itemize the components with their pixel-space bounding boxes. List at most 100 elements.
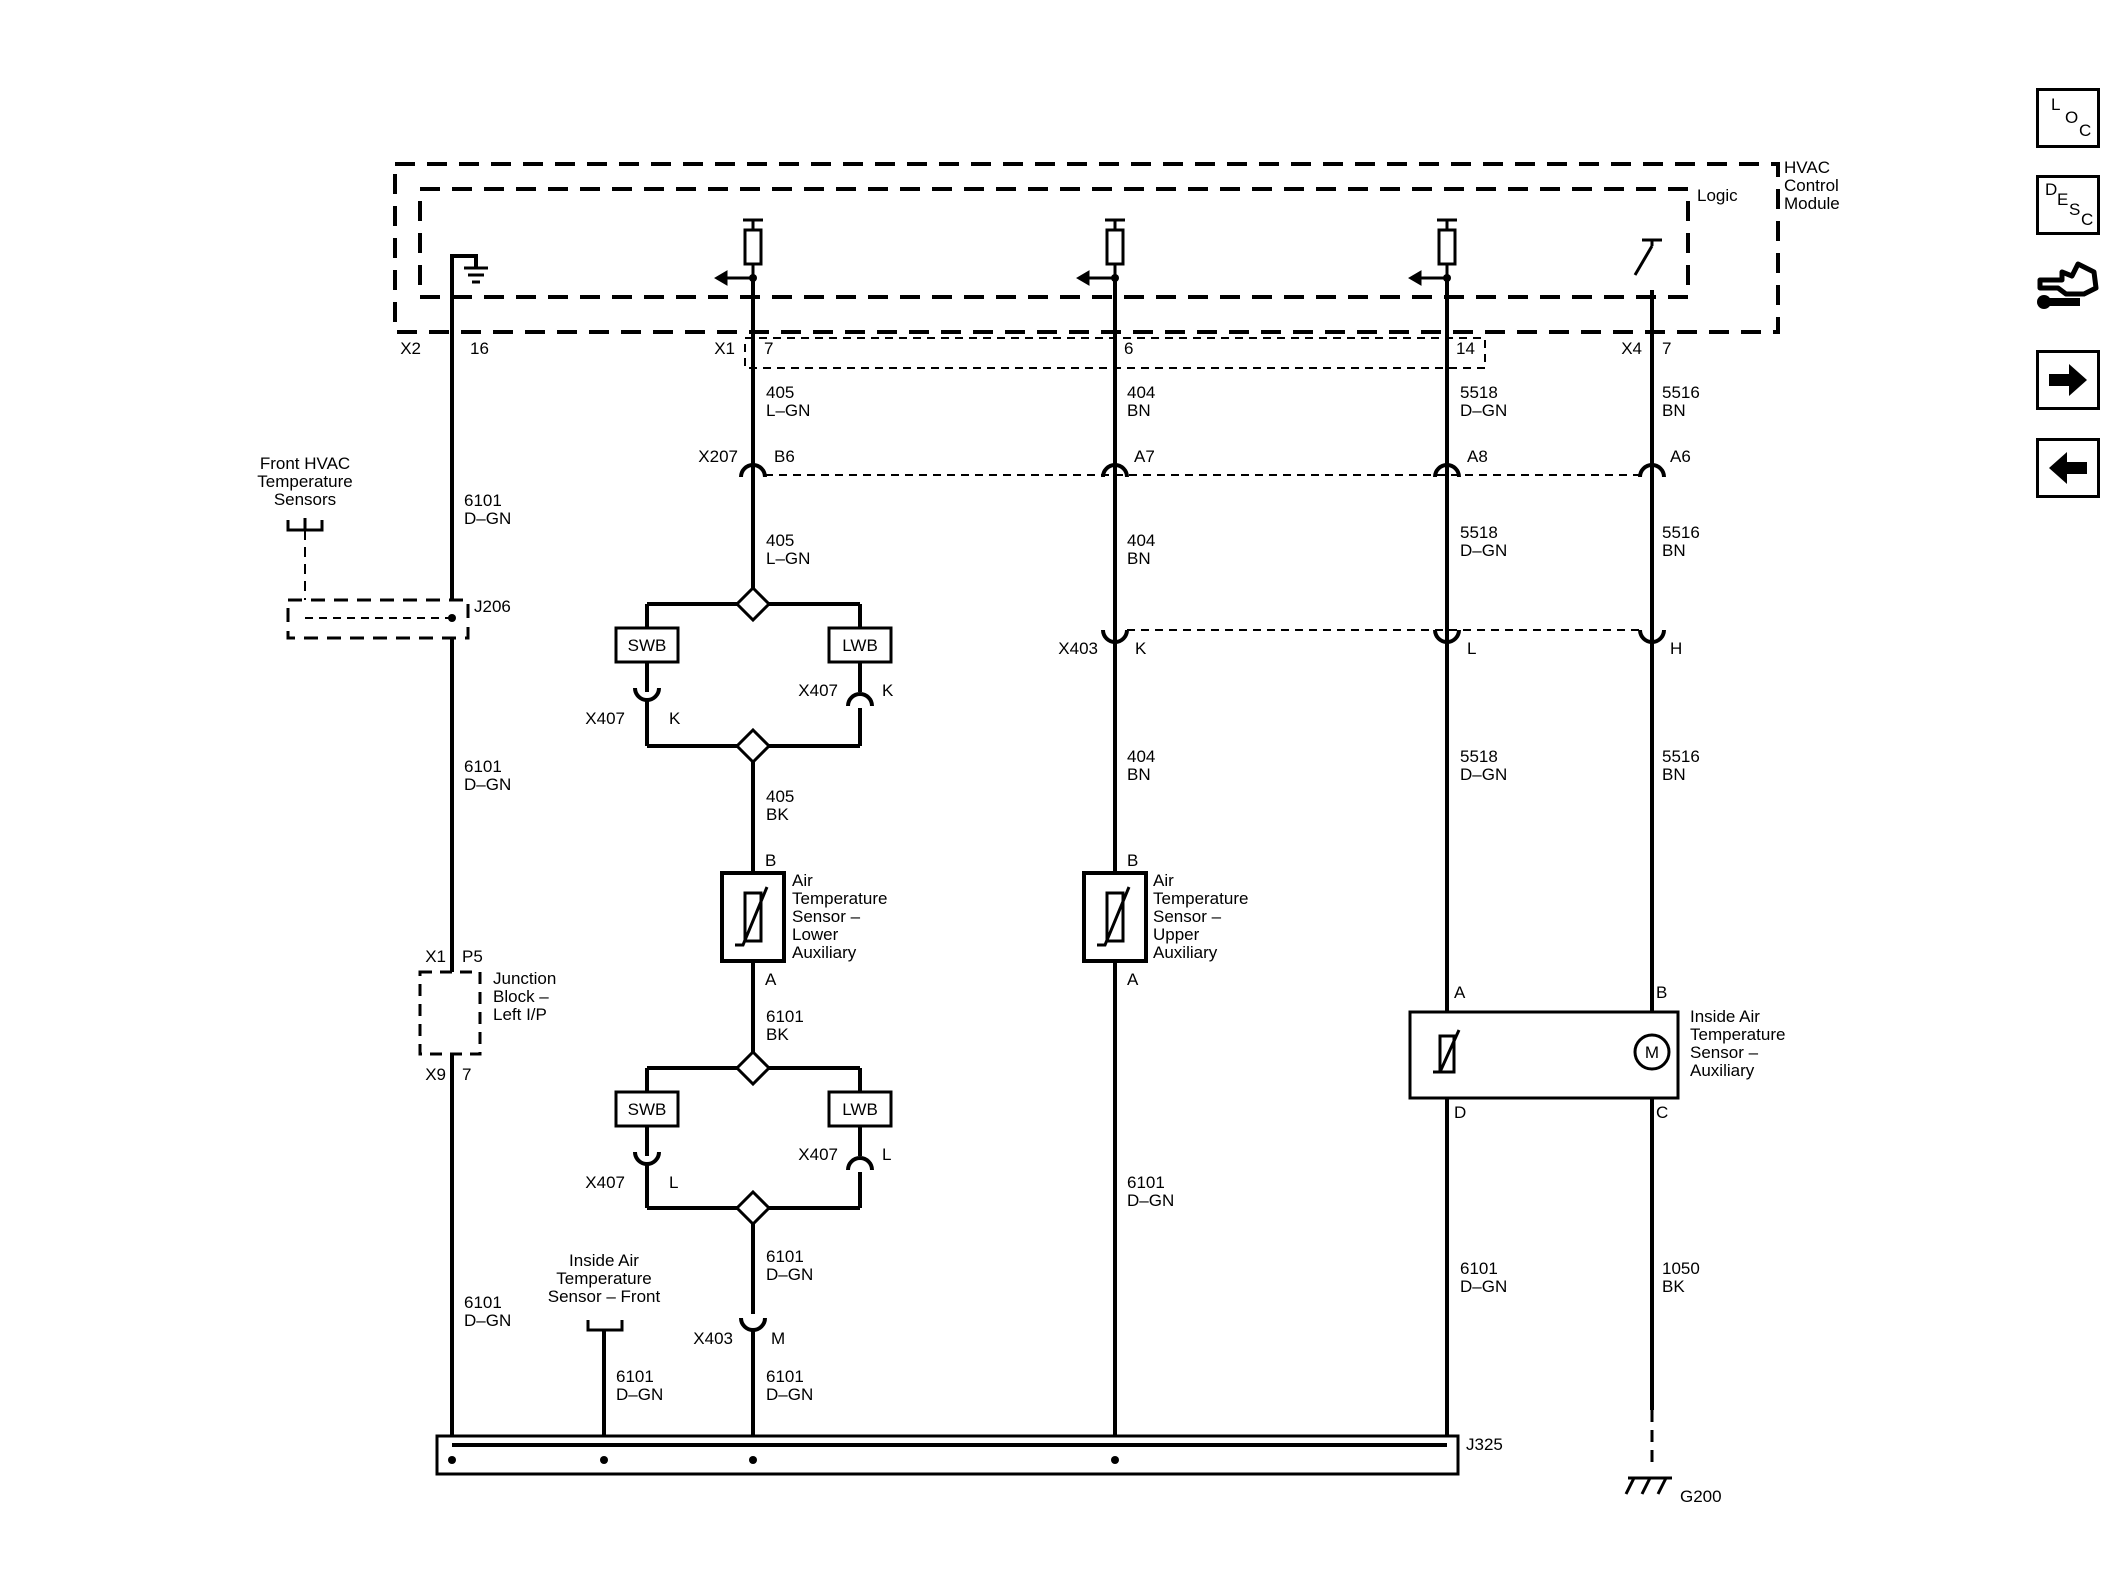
x403-pin-l: L xyxy=(1467,639,1476,658)
desc-letter-d: D xyxy=(2045,180,2058,199)
x1-pin-7: 7 xyxy=(764,339,773,358)
jb-x9-label: X9 xyxy=(425,1065,446,1084)
x407-swb-label-1: X407 xyxy=(585,1173,625,1192)
x407-lwb-pin-0: K xyxy=(882,681,894,700)
next-page-button[interactable] xyxy=(2036,350,2100,410)
x403-lower-label: X403 xyxy=(693,1329,733,1348)
upper-aux-pin-b: B xyxy=(1127,851,1138,870)
x403-pin-2 xyxy=(1638,629,1666,644)
j206-label: J206 xyxy=(474,597,511,616)
inside-aux-slash xyxy=(1433,1029,1461,1074)
x207-label: X207 xyxy=(698,447,738,466)
swb-box-0 xyxy=(614,626,680,664)
location-button[interactable]: L O C xyxy=(2036,88,2100,148)
loc-letter-l: L xyxy=(2051,95,2061,114)
inside-aux-pin-b: B xyxy=(1656,983,1667,1002)
x403-pin-1 xyxy=(1433,629,1461,644)
x1-label: X1 xyxy=(714,339,735,358)
loc-letter-c: C xyxy=(2079,121,2092,140)
resistor-2 xyxy=(1437,228,1457,266)
x407-lwb-1 xyxy=(846,1156,874,1171)
g200-hatch-2 xyxy=(1656,1477,1668,1495)
tools-button[interactable] xyxy=(2036,258,2100,318)
upper-aux-pin-a: A xyxy=(1127,970,1139,989)
arrow-head-0 xyxy=(714,270,728,286)
j325-dot-3 xyxy=(1111,1456,1119,1464)
desc-letter-c: C xyxy=(2081,210,2094,229)
lwb-box-1 xyxy=(827,1090,893,1128)
j325-label: J325 xyxy=(1466,1435,1503,1454)
arrow-right-icon xyxy=(2049,364,2087,396)
junction-block-box xyxy=(418,970,482,1056)
upper-aux-sensor-slash xyxy=(1097,886,1131,947)
motor-symbol xyxy=(1633,1033,1671,1071)
x207-pin-2 xyxy=(1433,463,1461,478)
resistor-0 xyxy=(743,228,763,266)
inside-front-connector xyxy=(586,1320,624,1332)
lwb-label-1: LWB xyxy=(842,1100,878,1119)
description-button[interactable]: D E S C xyxy=(2036,175,2100,235)
lower-aux-pin-a: A xyxy=(765,970,777,989)
x403-lower-socket xyxy=(739,1317,767,1332)
x1-pin-14: 14 xyxy=(1456,339,1475,358)
switch-blade xyxy=(1633,245,1654,276)
hand-wrench-icon xyxy=(2037,261,2099,309)
arrow-left-icon xyxy=(2049,452,2087,484)
x207-pin-1 xyxy=(1101,463,1129,478)
lower-aux-sensor-slash xyxy=(735,886,769,947)
splice-top-0 xyxy=(734,585,772,623)
front-hvac-sensor-connector xyxy=(286,518,324,532)
x407-swb-pin-1: L xyxy=(669,1173,678,1192)
x207-pin-a7: A7 xyxy=(1134,447,1155,466)
inside-aux-pin-d: D xyxy=(1454,1103,1466,1122)
swb-label-1: SWB xyxy=(628,1100,667,1119)
arrow-head-2 xyxy=(1408,270,1422,286)
jb-pin-7-label: 7 xyxy=(462,1065,471,1084)
j325-dot-2 xyxy=(749,1456,757,1464)
g200-label: G200 xyxy=(1680,1487,1722,1506)
j325-dot-1 xyxy=(600,1456,608,1464)
swb-label-0: SWB xyxy=(628,636,667,655)
splice-bottom-0 xyxy=(734,727,772,765)
g200-hatch-1 xyxy=(1640,1477,1652,1495)
x407-swb-pin-0: K xyxy=(669,709,681,728)
x407-lwb-label-0: X407 xyxy=(798,681,838,700)
jb-p5-label: P5 xyxy=(462,947,483,966)
arrow-head-1 xyxy=(1076,270,1090,286)
jb-x1-label: X1 xyxy=(425,947,446,966)
x207-pin-a8: A8 xyxy=(1467,447,1488,466)
logic-label: Logic xyxy=(1697,186,1738,205)
x403-pin-0 xyxy=(1101,629,1129,644)
x207-pin-a6: A6 xyxy=(1670,447,1691,466)
lwb-box-0 xyxy=(827,626,893,664)
desc-letter-e: E xyxy=(2057,190,2069,209)
j206-dot xyxy=(448,614,456,622)
splice-bottom-1 xyxy=(734,1189,772,1227)
inside-aux-pin-a: A xyxy=(1454,983,1466,1002)
resistor-1 xyxy=(1105,228,1125,266)
previous-page-button[interactable] xyxy=(2036,438,2100,498)
x407-lwb-label-1: X407 xyxy=(798,1145,838,1164)
loc-letter-o: O xyxy=(2065,108,2079,127)
x403-lower-pin: M xyxy=(771,1329,785,1348)
